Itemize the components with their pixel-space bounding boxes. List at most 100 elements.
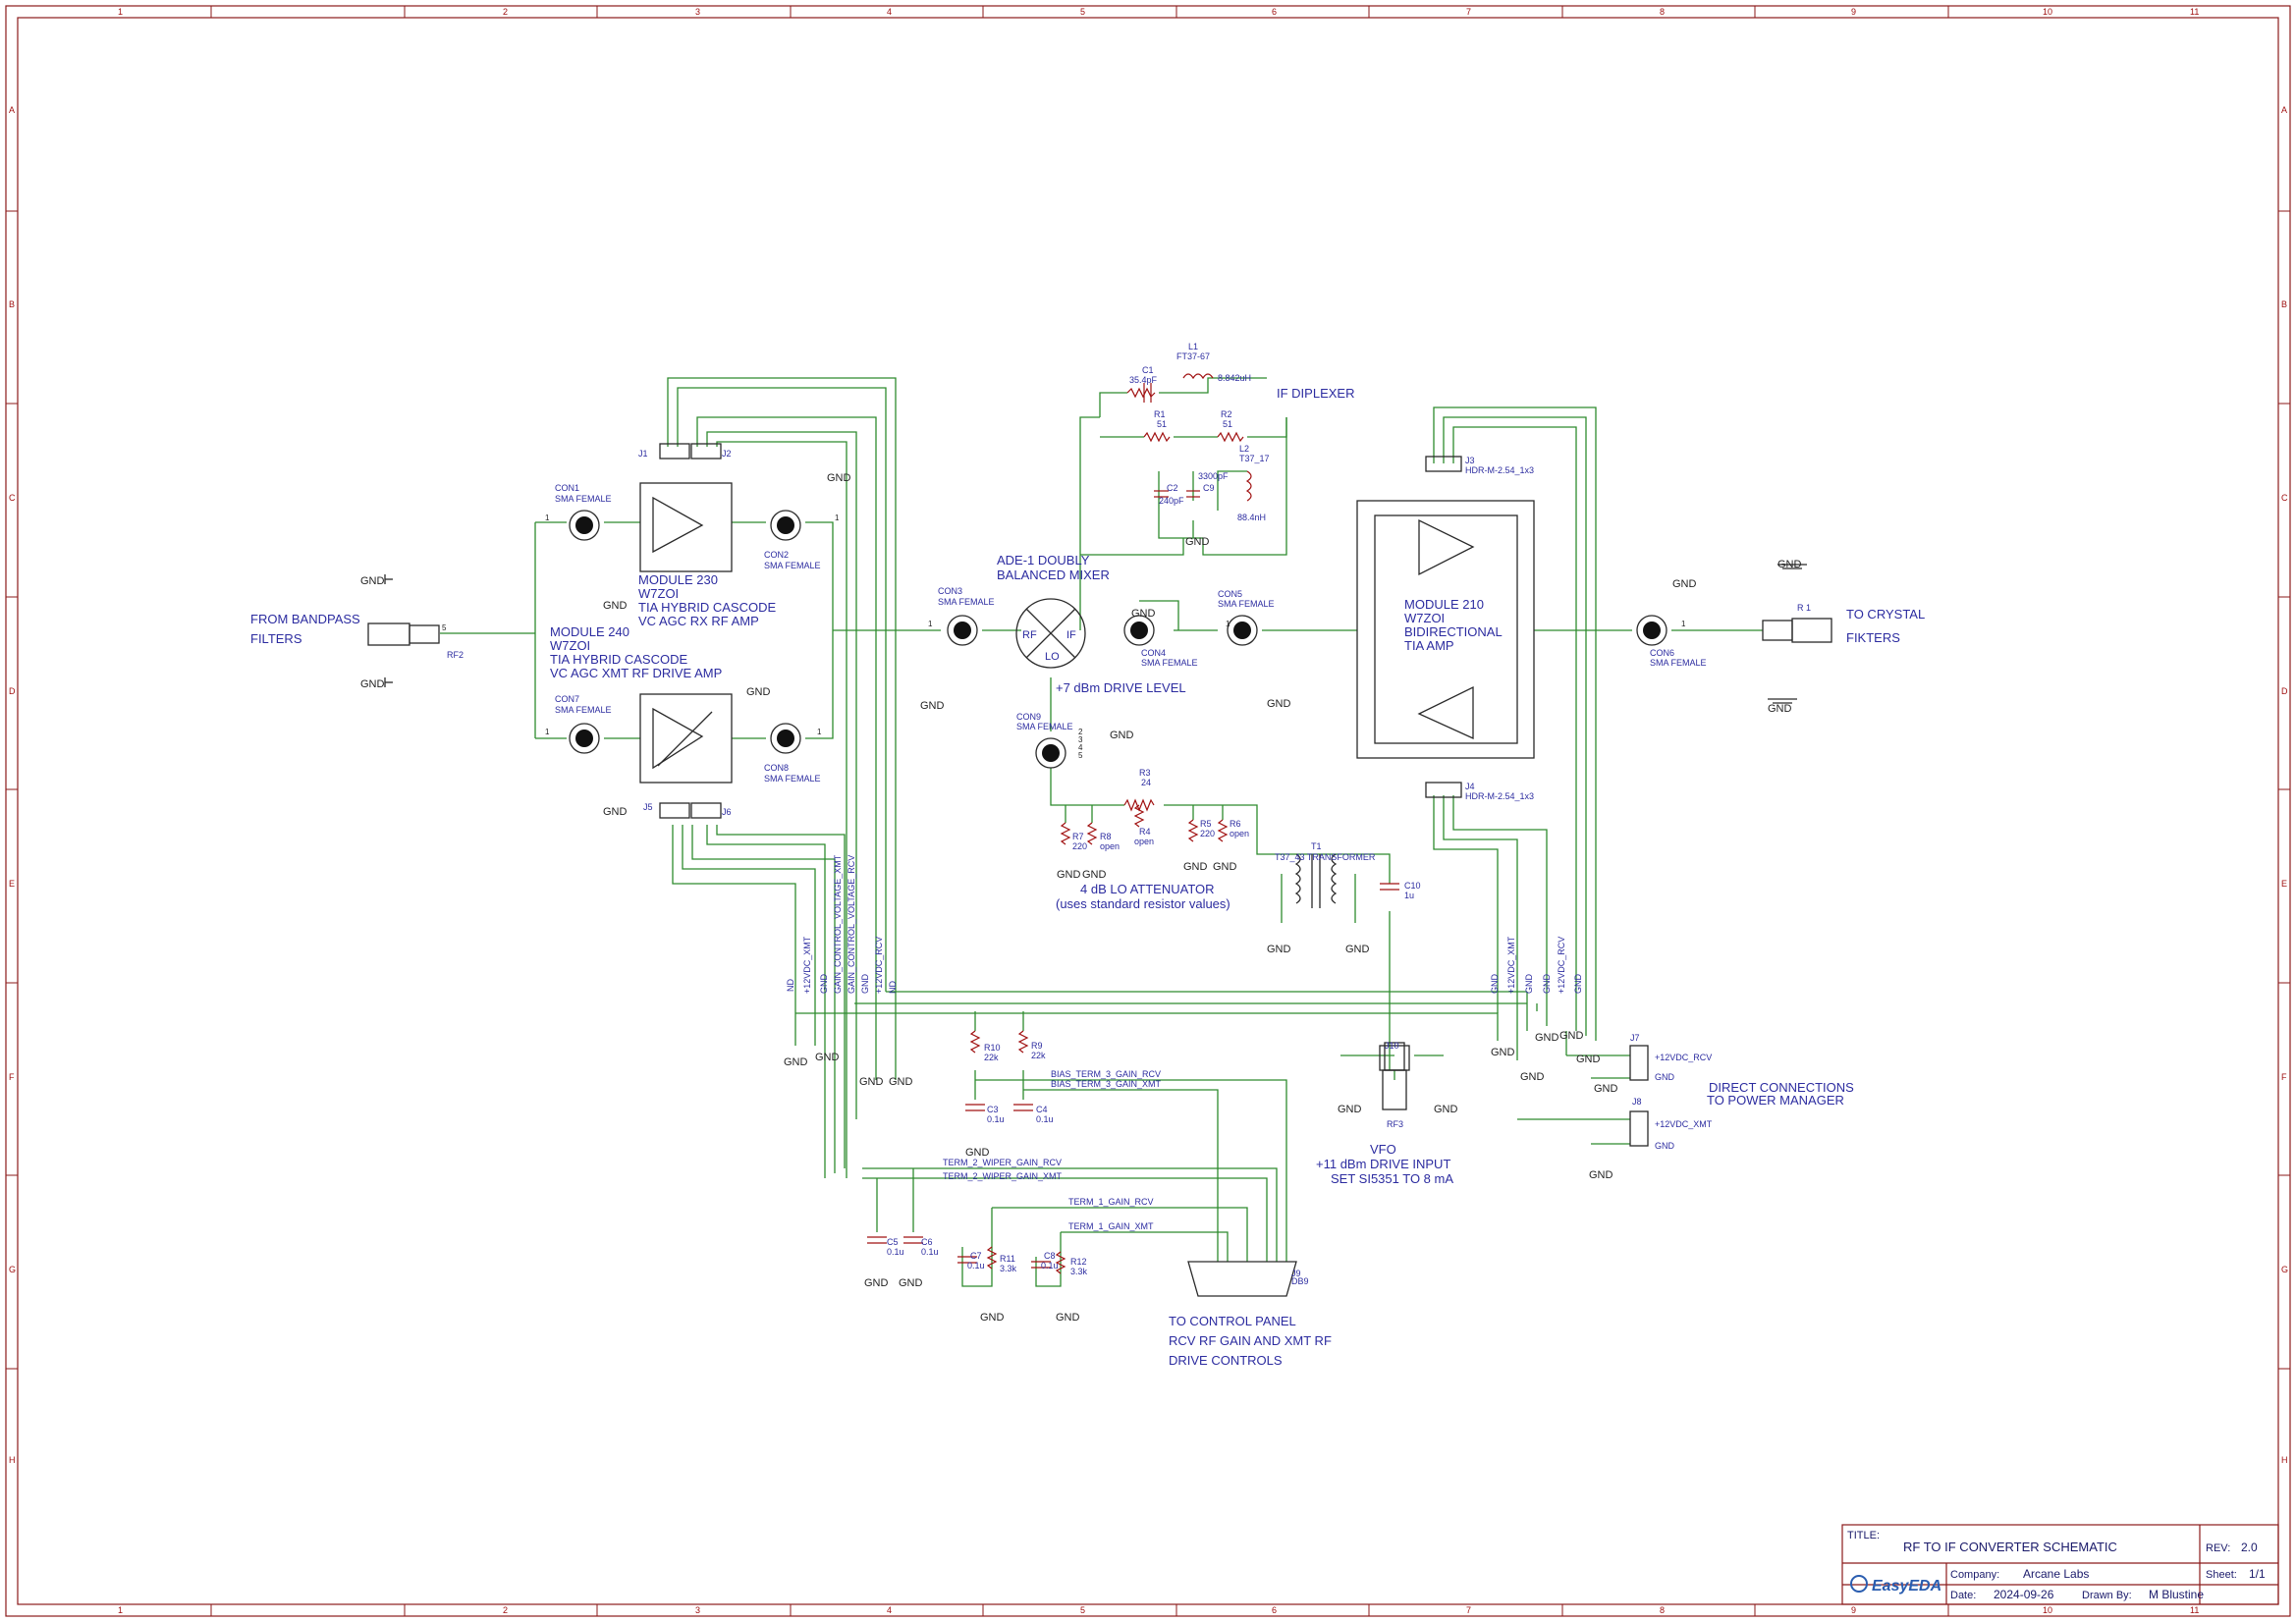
schematic-label: C4	[1036, 1105, 1048, 1114]
schematic-label: 24	[1141, 778, 1151, 787]
schematic-label: CON8	[764, 763, 789, 773]
module-210-box	[1356, 500, 1535, 759]
schematic-label: 1	[817, 728, 822, 736]
schematic-label: GND	[1589, 1169, 1613, 1181]
schematic-label: 3.3k	[1070, 1267, 1088, 1276]
schematic-label: C2	[1167, 483, 1178, 493]
schematic-label: 0.1u	[987, 1114, 1005, 1124]
schematic-label: 8.842uH	[1218, 373, 1251, 383]
schematic-label: GND	[920, 700, 945, 712]
module-230-label: TIA HYBRID CASCODE	[638, 600, 776, 615]
schematic-label: GND	[360, 575, 385, 587]
schematic-label: 3300pF	[1198, 471, 1229, 481]
schematic-label: TERM_2_WIPER_GAIN_XMT	[943, 1171, 1063, 1181]
schematic-label: R9	[1031, 1041, 1043, 1051]
schematic-label: GND	[860, 974, 870, 995]
drive-level-label: +7 dBm DRIVE LEVEL	[1056, 680, 1186, 695]
row-label: B	[2281, 299, 2287, 309]
col-label: 11	[2190, 1605, 2199, 1615]
schematic-label: SMA FEMALE	[1650, 658, 1707, 668]
schematic-label: J1	[638, 449, 648, 459]
lo-attenuator-label: 4 dB LO ATTENUATOR	[1080, 882, 1215, 896]
schematic-label: CON7	[555, 694, 579, 704]
schematic-label: GND	[1559, 1030, 1584, 1042]
schematic-label: GND	[1110, 730, 1134, 741]
schematic-label: R2	[1221, 409, 1232, 419]
main-labels: FROM BANDPASS FILTERS TO CRYSTAL FIKTERS…	[250, 386, 1925, 1368]
col-label: 8	[1660, 1605, 1665, 1615]
schematic-label: 1	[545, 514, 550, 522]
mixer-label: BALANCED MIXER	[997, 568, 1110, 582]
schematic-label: C7	[970, 1251, 982, 1261]
schematic-label: 0.1u	[1036, 1114, 1054, 1124]
frame-grid-labels: 1 2 3 4 5 6 7 8 9 10 11 1 2 3 4 5 6 7 8 …	[9, 7, 2288, 1615]
row-label: E	[2281, 879, 2287, 889]
schematic-label: 22k	[984, 1053, 999, 1062]
from-bandpass-label: FROM BANDPASS	[250, 612, 360, 626]
schematic-label: J5	[643, 802, 653, 812]
module-240-label: MODULE 240	[550, 624, 629, 639]
schematic-label: J7	[1630, 1033, 1640, 1043]
schematic-label: BIAS_TERM_3_GAIN_XMT	[1051, 1079, 1162, 1089]
title-block: TITLE: RF TO IF CONVERTER SCHEMATIC REV:…	[1841, 1524, 2279, 1605]
mixer-lo-label: LO	[1045, 651, 1060, 663]
col-label: 10	[2043, 1605, 2052, 1615]
schematic-label: GND	[1434, 1104, 1458, 1115]
ground-symbols	[384, 564, 1807, 704]
schematic-label: C8	[1044, 1251, 1056, 1261]
row-label: D	[2281, 686, 2288, 696]
schematic-label: GND	[815, 1052, 840, 1063]
schematic-label: R12	[1070, 1257, 1087, 1267]
schematic-label: +12VDC_XMT	[1655, 1119, 1713, 1129]
schematic-label: R7	[1072, 832, 1084, 841]
schematic-label: RF3	[1387, 1119, 1403, 1129]
schematic-label: GND	[1542, 974, 1552, 995]
sma-connectors	[569, 510, 1667, 769]
schematic-label: GND	[1655, 1072, 1675, 1082]
schematic-label: 1	[835, 514, 840, 522]
if-diplexer-label: IF DIPLEXER	[1277, 386, 1354, 401]
schematic-label: SMA FEMALE	[1016, 722, 1073, 731]
schematic-label: 220	[1200, 829, 1215, 838]
passives	[867, 373, 1399, 1274]
row-label: G	[2281, 1265, 2288, 1274]
schematic-label: R10	[984, 1043, 1001, 1053]
schematic-label: CON9	[1016, 712, 1041, 722]
company-label: Company:	[1950, 1569, 1999, 1581]
col-label: 3	[695, 1605, 700, 1615]
schematic-label: +12VDC_RCV	[1557, 937, 1566, 994]
schematic-label: GND	[965, 1147, 990, 1159]
to-crystal-label: FIKTERS	[1846, 630, 1900, 645]
schematic-label: GND	[819, 974, 829, 995]
schematic-label: HDR-M-2.54_1x3	[1465, 791, 1534, 801]
schematic-label: GND	[603, 806, 628, 818]
schematic-label: 240pF	[1159, 496, 1184, 506]
schematic-label: CON4	[1141, 648, 1166, 658]
to-crystal-label: TO CRYSTAL	[1846, 607, 1925, 622]
schematic-label: GND	[1768, 703, 1792, 715]
schematic-label: GND	[864, 1277, 889, 1289]
schematic-label: 1	[1681, 620, 1686, 628]
col-label: 9	[1851, 7, 1856, 17]
schematic-label: CON1	[555, 483, 579, 493]
schematic-label: C9	[1203, 483, 1215, 493]
schematic-label: 5	[442, 623, 447, 632]
schematic-label: +12VDC_RCV	[1655, 1053, 1712, 1062]
schematic-label: L2	[1239, 444, 1249, 454]
module-210-label: MODULE 210	[1404, 597, 1484, 612]
schematic-label: C5	[887, 1237, 899, 1247]
schematic-label: ND	[786, 979, 795, 992]
control-panel-label: DRIVE CONTROLS	[1169, 1353, 1283, 1368]
schematic-label: 0.1u	[921, 1247, 939, 1257]
schematic-label: 1	[545, 728, 550, 736]
col-label: 8	[1660, 7, 1665, 17]
schematic-label: T37_17	[1239, 454, 1270, 463]
vfo-label: VFO	[1370, 1142, 1396, 1157]
schematic-label: J3	[1465, 456, 1475, 465]
row-label: A	[9, 105, 15, 115]
schematic-label: CON6	[1650, 648, 1674, 658]
schematic-label: GND	[1594, 1083, 1618, 1095]
gnd-labels: GND GND GND GND GND GND GND GND GND GND …	[360, 472, 1802, 1324]
schematic-label: SMA FEMALE	[555, 494, 612, 504]
